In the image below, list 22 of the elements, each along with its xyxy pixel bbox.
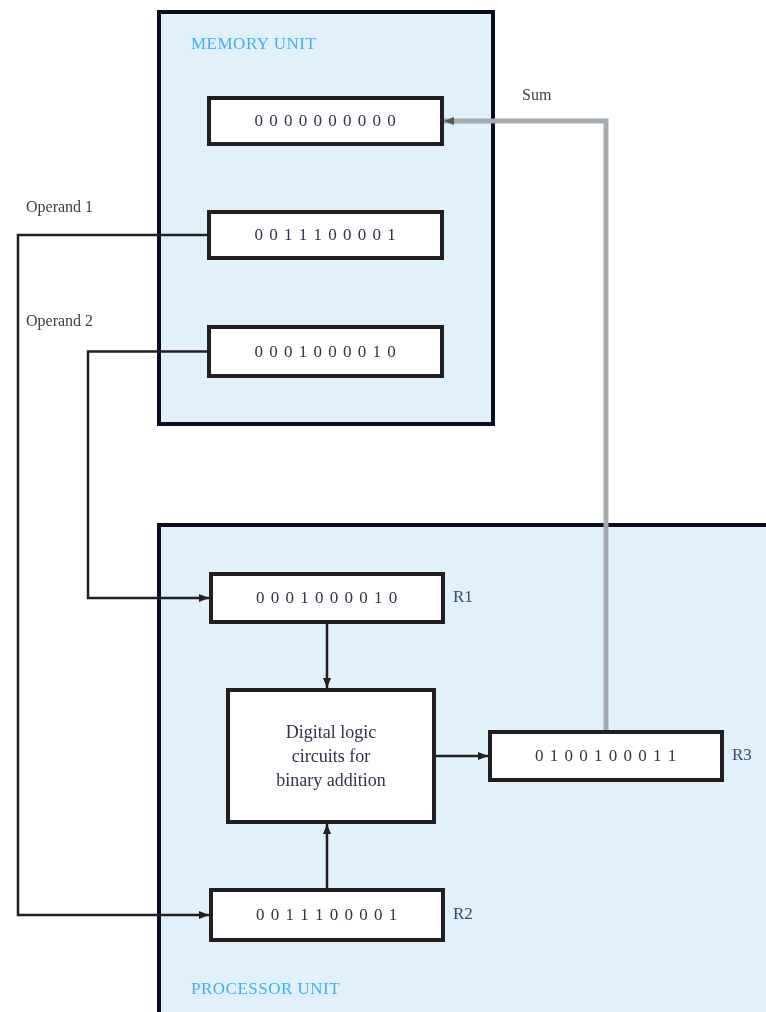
memory-unit-panel [157,10,495,426]
adder-circuit-box: Digital logic circuits for binary addition [226,688,436,824]
unit-title: MEMORY UNIT [191,34,317,54]
edge-label: Operand 2 [24,312,96,330]
register-box: 0 0 1 1 1 0 0 0 0 1 [207,210,444,260]
register-name: R2 [453,904,473,924]
register-name: R1 [453,587,473,607]
register-box: 0 0 1 1 1 0 0 0 0 1 [209,888,445,942]
register-box: 0 0 0 1 0 0 0 0 1 0 [207,325,444,378]
connector-arrow [86,350,209,602]
register-box: 0 0 0 0 0 0 0 0 0 0 [207,96,444,146]
edge-label: Operand 1 [24,198,96,216]
register-box: 0 1 0 0 1 0 0 0 1 1 [488,730,724,782]
connector-arrow [323,624,331,688]
processor-unit-panel [157,523,766,1012]
connector-arrow [323,824,331,888]
connector-arrow [444,117,609,730]
register-name: R3 [732,745,752,765]
connector-arrow [16,233,209,919]
connector-arrow [436,752,488,760]
register-box: 0 0 0 1 0 0 0 0 1 0 [209,572,445,624]
unit-title: PROCESSOR UNIT [191,979,341,999]
